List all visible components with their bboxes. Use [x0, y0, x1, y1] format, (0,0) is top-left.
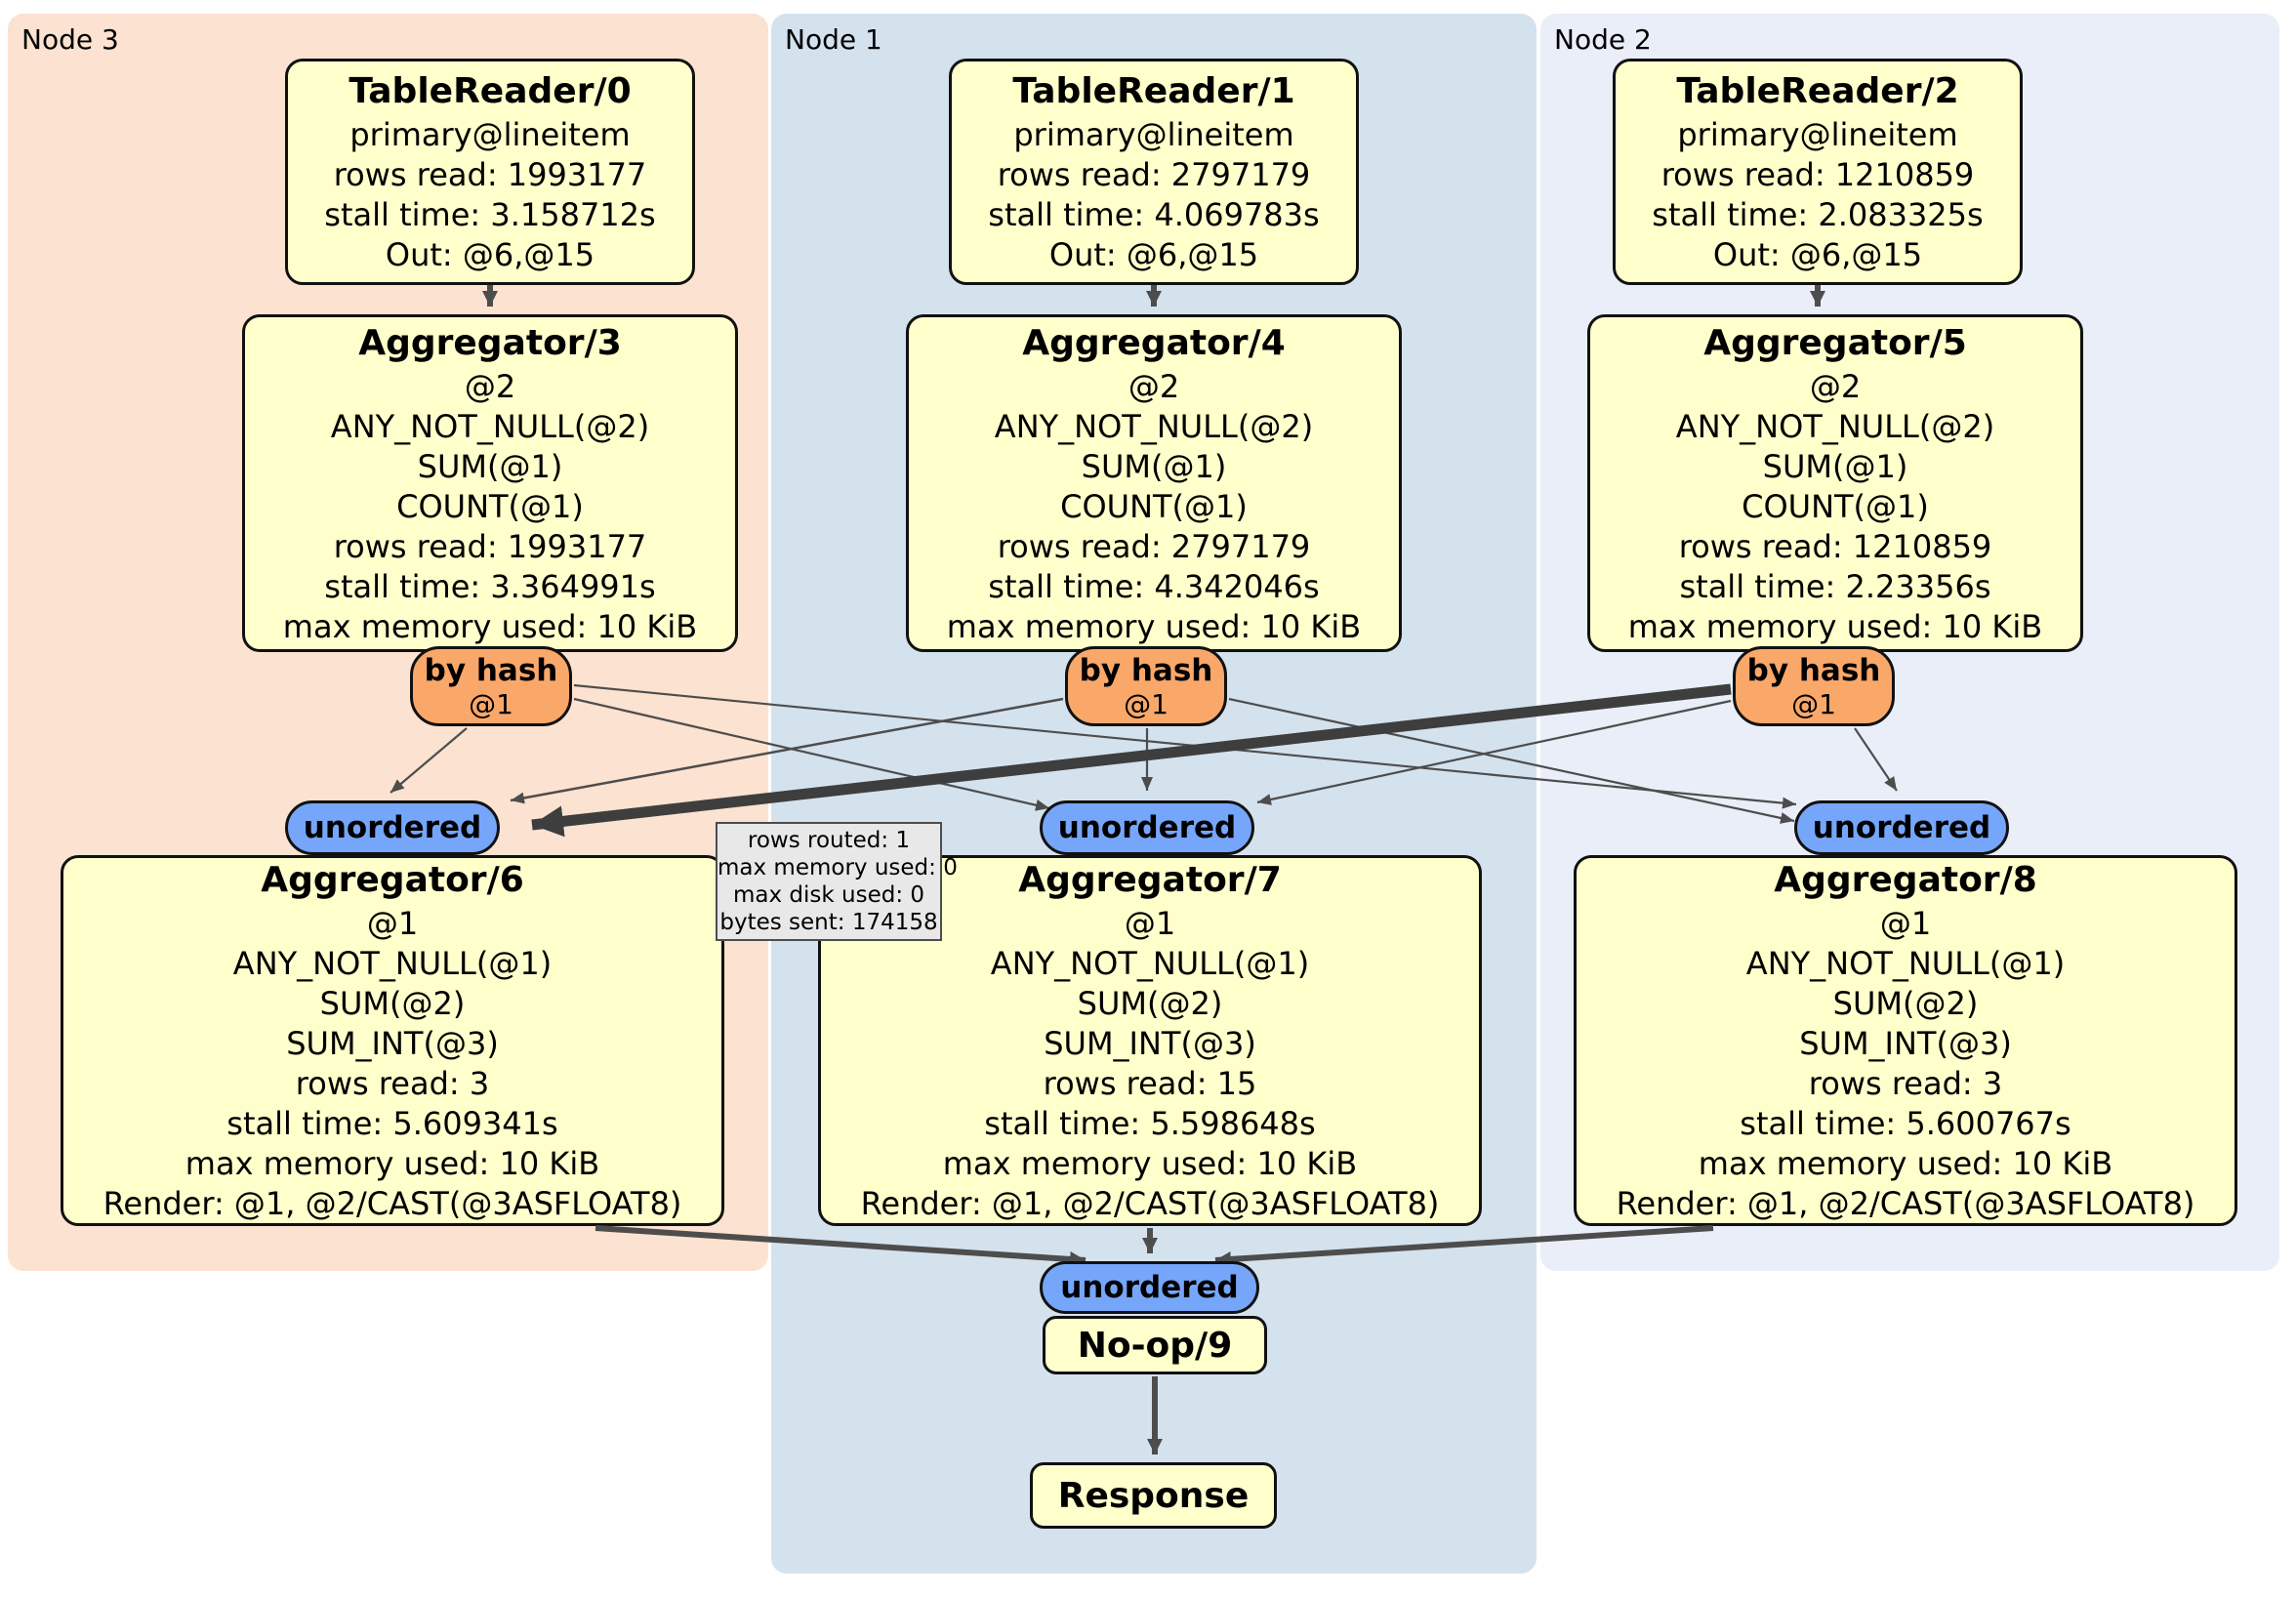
response-label: Response: [1057, 1475, 1250, 1516]
aggregator-8-title: Aggregator/8: [1774, 860, 2037, 900]
node1-label: Node 1: [785, 23, 882, 56]
node3-label: Node 3: [21, 23, 119, 56]
noop-9-label: No-op/9: [1077, 1325, 1233, 1366]
sync-node2-unordered[interactable]: unordered: [1794, 800, 2009, 855]
router-node2-arg: @1: [1791, 688, 1836, 720]
sync-node2-label: unordered: [1812, 810, 1991, 845]
node2-label: Node 2: [1554, 23, 1652, 56]
aggregator-3-title: Aggregator/3: [358, 322, 622, 363]
aggregator-7-title: Aggregator/7: [1018, 860, 1282, 900]
sync-node3-unordered[interactable]: unordered: [285, 800, 500, 855]
router-node1-title: by hash: [1079, 653, 1213, 688]
sync-node1-unordered[interactable]: unordered: [1040, 800, 1254, 855]
router-node3-title: by hash: [424, 653, 558, 688]
router-node1-arg: @1: [1124, 688, 1168, 720]
router-node1-by-hash[interactable]: by hash @1: [1065, 646, 1227, 726]
sync-node1-label: unordered: [1057, 810, 1237, 845]
router-node3-by-hash[interactable]: by hash @1: [410, 646, 572, 726]
router-node3-arg: @1: [469, 688, 513, 720]
aggregator-5-title: Aggregator/5: [1703, 322, 1967, 363]
router-node2-by-hash[interactable]: by hash @1: [1733, 646, 1895, 726]
tablereader-1-title: TableReader/1: [1012, 71, 1295, 111]
router-node2-title: by hash: [1746, 653, 1881, 688]
sync-final-label: unordered: [1060, 1270, 1239, 1305]
tablereader-0-title: TableReader/0: [348, 71, 632, 111]
tablereader-2-title: TableReader/2: [1676, 71, 1959, 111]
sync-node3-label: unordered: [303, 810, 482, 845]
response-box[interactable]: Response: [1030, 1462, 1277, 1529]
aggregator-4-title: Aggregator/4: [1022, 322, 1286, 363]
sync-final-unordered[interactable]: unordered: [1040, 1261, 1259, 1314]
noop-9-box[interactable]: No-op/9: [1043, 1316, 1267, 1374]
aggregator-6-title: Aggregator/6: [261, 860, 524, 900]
